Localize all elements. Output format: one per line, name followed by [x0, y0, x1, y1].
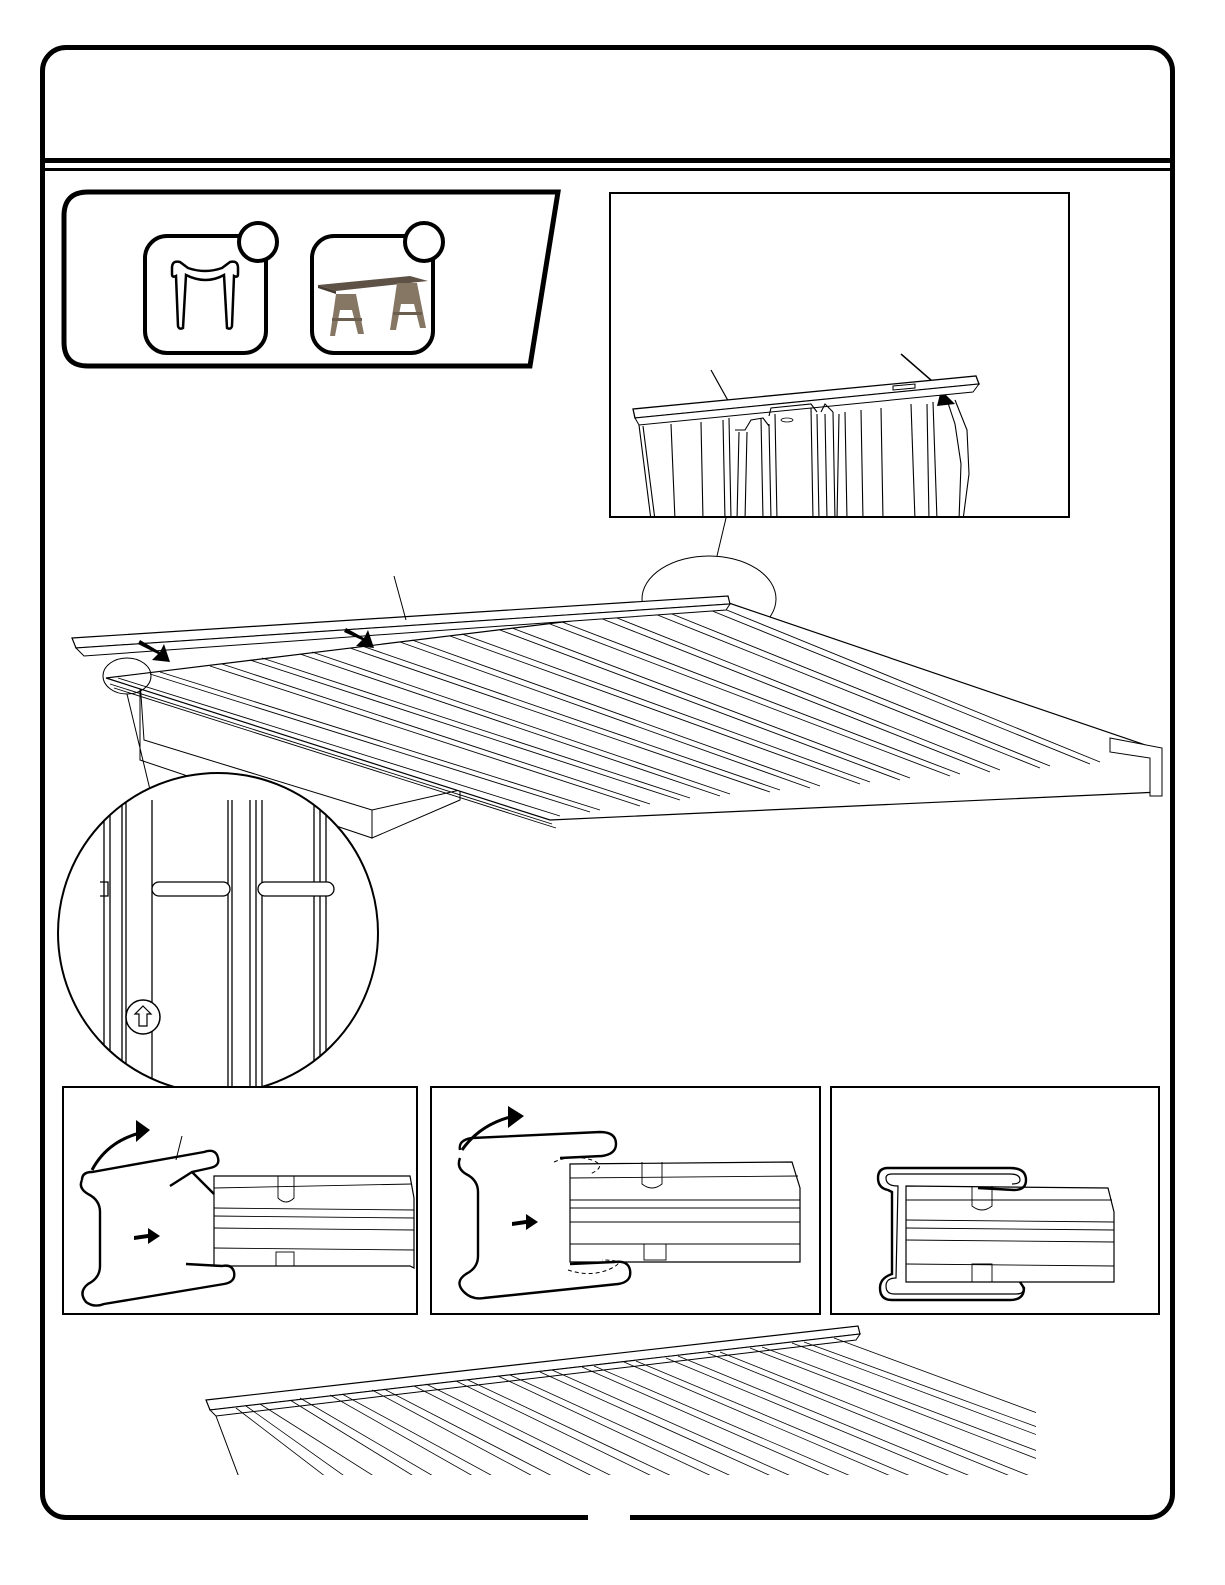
step-panel-3	[830, 1086, 1160, 1315]
step-panel-2	[430, 1086, 821, 1315]
header-rule-thin	[42, 168, 1173, 171]
step-panel-1	[62, 1086, 418, 1315]
page-number-gap	[588, 1511, 630, 1525]
arrow-icon	[512, 1214, 538, 1230]
header-rule	[42, 158, 1173, 163]
title-band	[42, 50, 1170, 160]
clip-rotate-step-1	[64, 1088, 418, 1315]
arrow-icon	[134, 1228, 160, 1244]
clip-rotate-step-2	[432, 1088, 821, 1315]
clip-installed-step-3	[832, 1088, 1160, 1315]
detail-view-panel	[609, 192, 1070, 518]
detail-view-drawing	[611, 194, 1070, 518]
